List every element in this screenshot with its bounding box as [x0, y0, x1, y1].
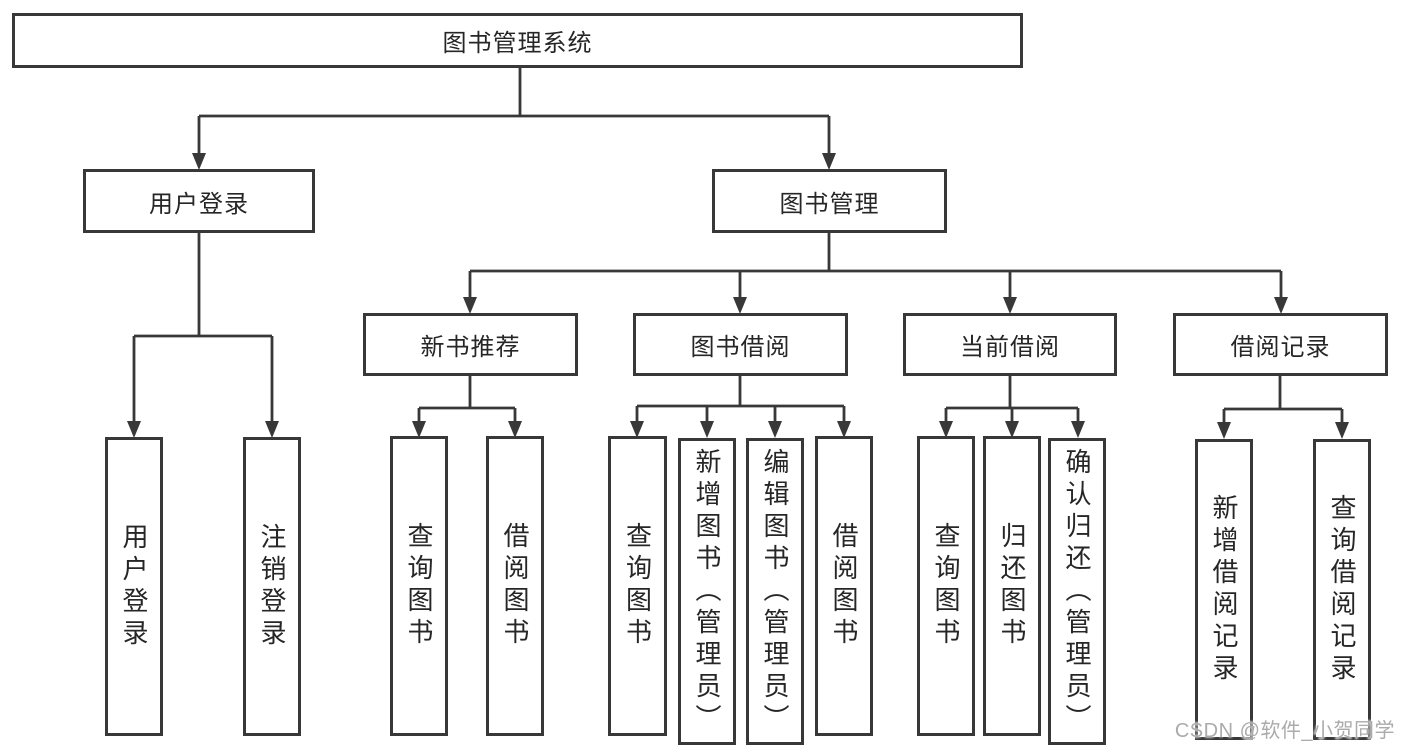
node-label: 当前借阅: [960, 334, 1060, 361]
node-label: 用户登录: [149, 190, 249, 218]
connector-user-login-to-leaves: [132, 233, 274, 424]
connector-book-mgmt-to-level3: [468, 233, 1283, 299]
node-book-borrow: 图书借阅: [633, 313, 848, 376]
node-leaf-edit-books-admin: 编辑图书（管理员）: [746, 438, 804, 745]
node-label: 新增图书（管理员）: [692, 447, 722, 736]
node-label: 借阅图书: [829, 522, 859, 650]
node-leaf-query-books-3: 查询图书: [917, 436, 975, 736]
arrowhead: [700, 421, 714, 438]
node-library-management-system: 图书管理系统: [12, 13, 1023, 68]
arrowhead: [733, 297, 747, 314]
node-label: 图书管理: [779, 190, 880, 218]
connector-current-borrow-to-leaves: [944, 376, 1080, 424]
arrowhead: [939, 421, 953, 438]
arrowhead: [1003, 297, 1017, 314]
node-label: 查询图书: [931, 522, 961, 650]
node-label: 图书借阅: [690, 334, 791, 361]
node-label: 新增借阅记录: [1209, 493, 1239, 686]
arrowhead: [1005, 421, 1019, 438]
arrowhead: [1335, 422, 1349, 439]
arrowhead: [265, 421, 279, 438]
connector-root-to-level2: [197, 68, 831, 155]
connector-borrow-records-to-leaves: [1222, 376, 1344, 425]
arrowhead: [837, 421, 851, 438]
node-leaf-query-books-2: 查询图书: [608, 436, 667, 736]
node-label: 借阅记录: [1230, 334, 1331, 361]
arrowhead: [768, 421, 782, 438]
connector-book-borrow-to-leaves: [635, 376, 846, 424]
arrowhead: [1217, 422, 1231, 439]
node-leaf-user-login: 用户登录: [105, 437, 163, 736]
arrowhead: [192, 153, 206, 170]
node-label: 借阅图书: [500, 522, 530, 650]
arrowhead: [127, 421, 141, 438]
connector-new-book-to-leaves: [417, 376, 517, 424]
node-leaf-borrow-books-1: 借阅图书: [486, 436, 544, 736]
node-label: 注销登录: [257, 522, 287, 651]
node-book-management-branch: 图书管理: [712, 169, 947, 233]
node-label: 确认归还（管理员）: [1062, 447, 1092, 736]
arrowhead: [1071, 421, 1085, 438]
node-leaf-logout: 注销登录: [243, 437, 301, 736]
node-label: 查询借阅记录: [1327, 493, 1357, 686]
arrowhead: [1274, 297, 1288, 314]
node-leaf-confirm-return-admin: 确认归还（管理员）: [1048, 438, 1106, 745]
arrowhead: [822, 153, 836, 170]
node-label: 新书推荐: [420, 334, 521, 361]
node-label: 用户登录: [119, 522, 149, 651]
arrowhead: [412, 421, 426, 438]
node-leaf-query-borrow-record: 查询借阅记录: [1313, 439, 1371, 740]
arrowhead: [630, 421, 644, 438]
node-leaf-add-borrow-record: 新增借阅记录: [1195, 439, 1253, 740]
node-new-book-recommend: 新书推荐: [363, 313, 578, 376]
watermark-text: CSDN @软件_小贺同学: [1174, 720, 1395, 742]
node-leaf-return-books: 归还图书: [983, 436, 1041, 736]
node-label: 查询图书: [404, 522, 434, 650]
arrowhead: [463, 297, 477, 314]
node-leaf-borrow-books-2: 借阅图书: [815, 436, 873, 736]
node-user-login-branch: 用户登录: [83, 169, 315, 233]
node-label: 归还图书: [997, 522, 1027, 650]
arrowhead: [508, 421, 522, 438]
node-label: 图书管理系统: [442, 30, 593, 57]
node-leaf-query-books-1: 查询图书: [390, 436, 448, 736]
node-label: 查询图书: [622, 522, 653, 650]
node-leaf-add-books-admin: 新增图书（管理员）: [678, 438, 736, 745]
arrowheads: [127, 153, 1349, 439]
node-label: 编辑图书（管理员）: [760, 447, 790, 736]
node-borrow-records: 借阅记录: [1173, 313, 1388, 376]
node-current-borrow: 当前借阅: [903, 313, 1117, 376]
